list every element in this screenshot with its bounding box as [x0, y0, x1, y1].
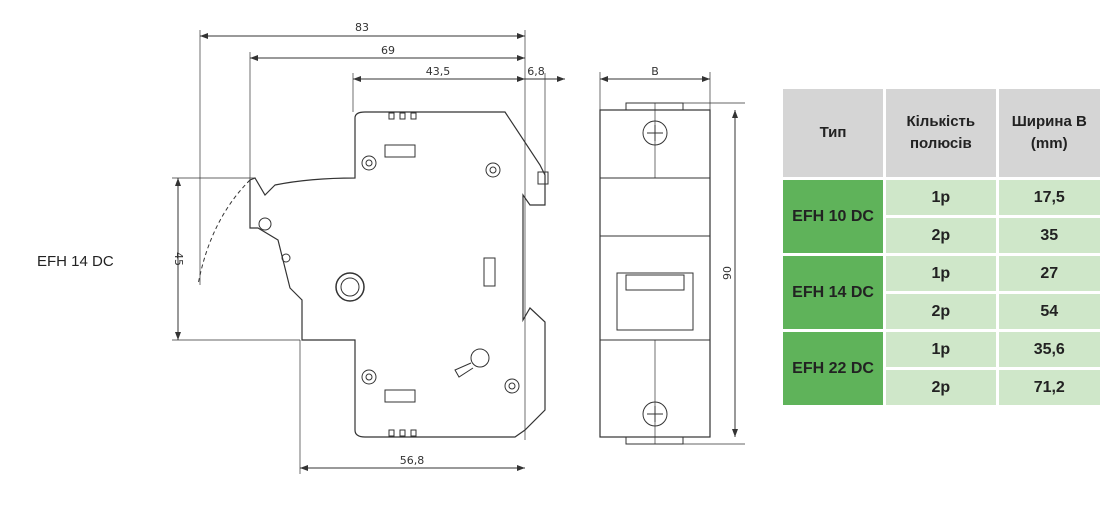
dim-69-label: 69: [381, 44, 395, 57]
table-row: EFH 22 DC 1p 35,6: [783, 332, 1100, 405]
width-cell: 35: [998, 218, 1100, 253]
width-cell: 71,2: [998, 370, 1100, 405]
dim-43-5-label: 43,5: [426, 65, 451, 78]
type-cell: EFH 10 DC: [783, 180, 884, 253]
table-row: EFH 10 DC 1p 17,5: [783, 180, 1100, 253]
header-poles: Кількість полюсів: [886, 89, 996, 177]
width-cell: 17,5: [998, 180, 1100, 215]
width-cell: 35,6: [998, 332, 1100, 367]
dim-45-label: 45: [172, 252, 185, 266]
width-cell: 27: [998, 256, 1100, 291]
poles-cell: 2p: [886, 218, 996, 253]
poles-cell: 2p: [886, 370, 996, 405]
dim-6-8-label: 6,8: [527, 65, 545, 78]
table-row: 2p 71,2: [783, 370, 1100, 405]
table-row: 2p 35: [783, 218, 1100, 253]
table-header: Тип Кількість полюсів Ширина B (mm): [783, 89, 1100, 177]
table-row: 2p 54: [783, 294, 1100, 329]
poles-cell: 2p: [886, 294, 996, 329]
header-type: Тип: [783, 89, 884, 177]
poles-cell: 1p: [886, 332, 996, 367]
type-cell: EFH 14 DC: [783, 256, 884, 329]
poles-cell: 1p: [886, 180, 996, 215]
screw-icon: [642, 401, 668, 427]
dim-83-label: 83: [355, 21, 369, 34]
screw-icon: [642, 120, 668, 146]
poles-cell: 1p: [886, 256, 996, 291]
technical-drawing: 83 69 43,5 6,8 56,8 B 45 90: [172, 21, 745, 474]
front-view: [599, 72, 745, 445]
product-label: EFH 14 DC: [37, 253, 114, 270]
table-row: EFH 14 DC 1p 27: [783, 256, 1100, 329]
header-width: Ширина B (mm): [998, 89, 1100, 177]
width-cell: 54: [998, 294, 1100, 329]
dim-90-label: 90: [721, 266, 734, 280]
type-cell: EFH 22 DC: [783, 332, 884, 405]
dimensions-table: Тип Кількість полюсів Ширина B (mm) EFH …: [780, 86, 1103, 408]
dim-B-label: B: [651, 65, 659, 78]
side-view: [172, 30, 565, 474]
dim-56-8-label: 56,8: [400, 454, 425, 467]
